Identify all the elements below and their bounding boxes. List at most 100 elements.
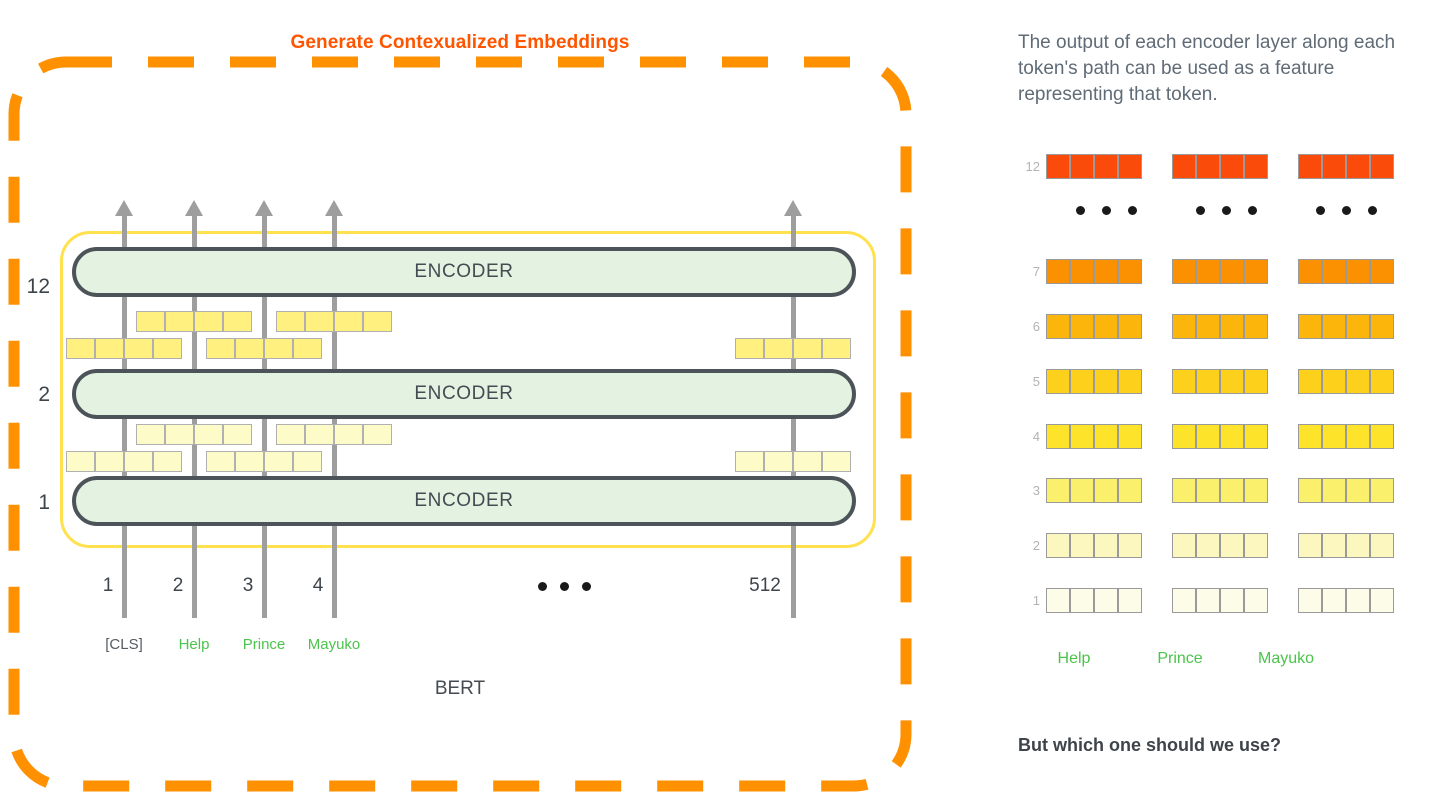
feature-cell [1322, 369, 1346, 394]
output-arrow-4 [325, 200, 343, 216]
output-arrow-1 [115, 200, 133, 216]
token-vector-3-lower [206, 451, 322, 472]
feature-cell [1220, 533, 1244, 558]
feature-ellipsis-mayuko [1286, 206, 1406, 215]
output-arrow-3 [255, 200, 273, 216]
feature-cell [1220, 424, 1244, 449]
feature-cell [1298, 259, 1322, 284]
feature-cell [1196, 259, 1220, 284]
feature-cell [1298, 478, 1322, 503]
token-index-2: 2 [172, 575, 184, 596]
feature-cell [1346, 369, 1370, 394]
feature-cell [1070, 314, 1094, 339]
feature-cell [1244, 369, 1268, 394]
feature-cell [1172, 478, 1196, 503]
token-vector-3-upper [206, 338, 322, 359]
feature-vector-help-7 [1046, 259, 1142, 284]
vector-cell [223, 311, 252, 332]
vector-cell [293, 451, 322, 472]
output-arrow-2 [185, 200, 203, 216]
vector-cell [822, 338, 851, 359]
feature-cell [1070, 424, 1094, 449]
feature-vector-mayuko-6 [1298, 314, 1394, 339]
feature-cell [1244, 154, 1268, 179]
feature-cell [1346, 588, 1370, 613]
feature-row-label-2: 2 [1032, 538, 1040, 553]
vector-cell [165, 311, 194, 332]
feature-vector-mayuko-12 [1298, 154, 1394, 179]
feature-cell [1220, 369, 1244, 394]
feature-cell [1094, 588, 1118, 613]
vector-cell [334, 311, 363, 332]
feature-vector-help-12 [1046, 154, 1142, 179]
vector-cell [136, 311, 165, 332]
feature-cell [1196, 154, 1220, 179]
feature-cell [1370, 154, 1394, 179]
dashed-highlight-frame [8, 56, 912, 792]
token-sequence-ellipsis [538, 582, 591, 591]
feature-cell [1244, 588, 1268, 613]
encoder-box-12[interactable]: ENCODER [72, 247, 856, 297]
vector-cell [764, 338, 793, 359]
feature-vector-prince-4 [1172, 424, 1268, 449]
feature-cell [1046, 424, 1070, 449]
vector-cell [793, 338, 822, 359]
feature-row-6: 6 [1018, 314, 1394, 339]
feature-row-12: 12 [1018, 154, 1394, 179]
feature-token-label-help: Help [1057, 650, 1091, 667]
feature-cell [1244, 478, 1268, 503]
model-name-caption: BERT [434, 678, 486, 699]
feature-cell [1070, 533, 1094, 558]
vector-cell [293, 338, 322, 359]
vector-cell [95, 451, 124, 472]
encoder-box-2[interactable]: ENCODER [72, 369, 856, 419]
feature-row-label-1: 1 [1032, 593, 1040, 608]
feature-cell [1094, 314, 1118, 339]
feature-cell [1118, 424, 1142, 449]
feature-cell [1244, 314, 1268, 339]
feature-row-2: 2 [1018, 533, 1394, 558]
output-arrow-512 [784, 200, 802, 216]
feature-vector-prince-5 [1172, 369, 1268, 394]
token-vector-512-lower [735, 451, 851, 472]
vector-cell [206, 451, 235, 472]
feature-cell [1298, 424, 1322, 449]
feature-row-label-7: 7 [1032, 264, 1040, 279]
feature-vector-mayuko-3 [1298, 478, 1394, 503]
feature-cell [1220, 478, 1244, 503]
feature-cell [1220, 154, 1244, 179]
feature-cell [1046, 533, 1070, 558]
layer-number-2: 2 [38, 383, 50, 406]
feature-cell [1322, 259, 1346, 284]
feature-cell [1094, 259, 1118, 284]
token-index-1: 1 [102, 575, 114, 596]
vector-cell [735, 338, 764, 359]
feature-cell [1046, 478, 1070, 503]
vector-cell [334, 424, 363, 445]
feature-vector-prince-2 [1172, 533, 1268, 558]
feature-cell [1220, 259, 1244, 284]
feature-vector-help-1 [1046, 588, 1142, 613]
vector-cell [153, 451, 182, 472]
feature-cell [1094, 369, 1118, 394]
layer-number-12: 12 [26, 275, 50, 298]
vector-cell [136, 424, 165, 445]
feature-cell [1346, 314, 1370, 339]
token-index-4: 4 [312, 575, 324, 596]
feature-vector-mayuko-5 [1298, 369, 1394, 394]
feature-cell [1220, 588, 1244, 613]
feature-vector-help-3 [1046, 478, 1142, 503]
feature-vector-prince-12 [1172, 154, 1268, 179]
vector-cell [363, 311, 392, 332]
feature-cell [1322, 424, 1346, 449]
encoder-box-1[interactable]: ENCODER [72, 476, 856, 526]
feature-cell [1370, 314, 1394, 339]
feature-cell [1298, 588, 1322, 613]
token-vector-4-upper [276, 311, 392, 332]
vector-cell [735, 451, 764, 472]
feature-cell [1298, 533, 1322, 558]
token-vector-2-upper [136, 311, 252, 332]
feature-cell [1346, 533, 1370, 558]
feature-cell [1346, 424, 1370, 449]
feature-cell [1070, 588, 1094, 613]
